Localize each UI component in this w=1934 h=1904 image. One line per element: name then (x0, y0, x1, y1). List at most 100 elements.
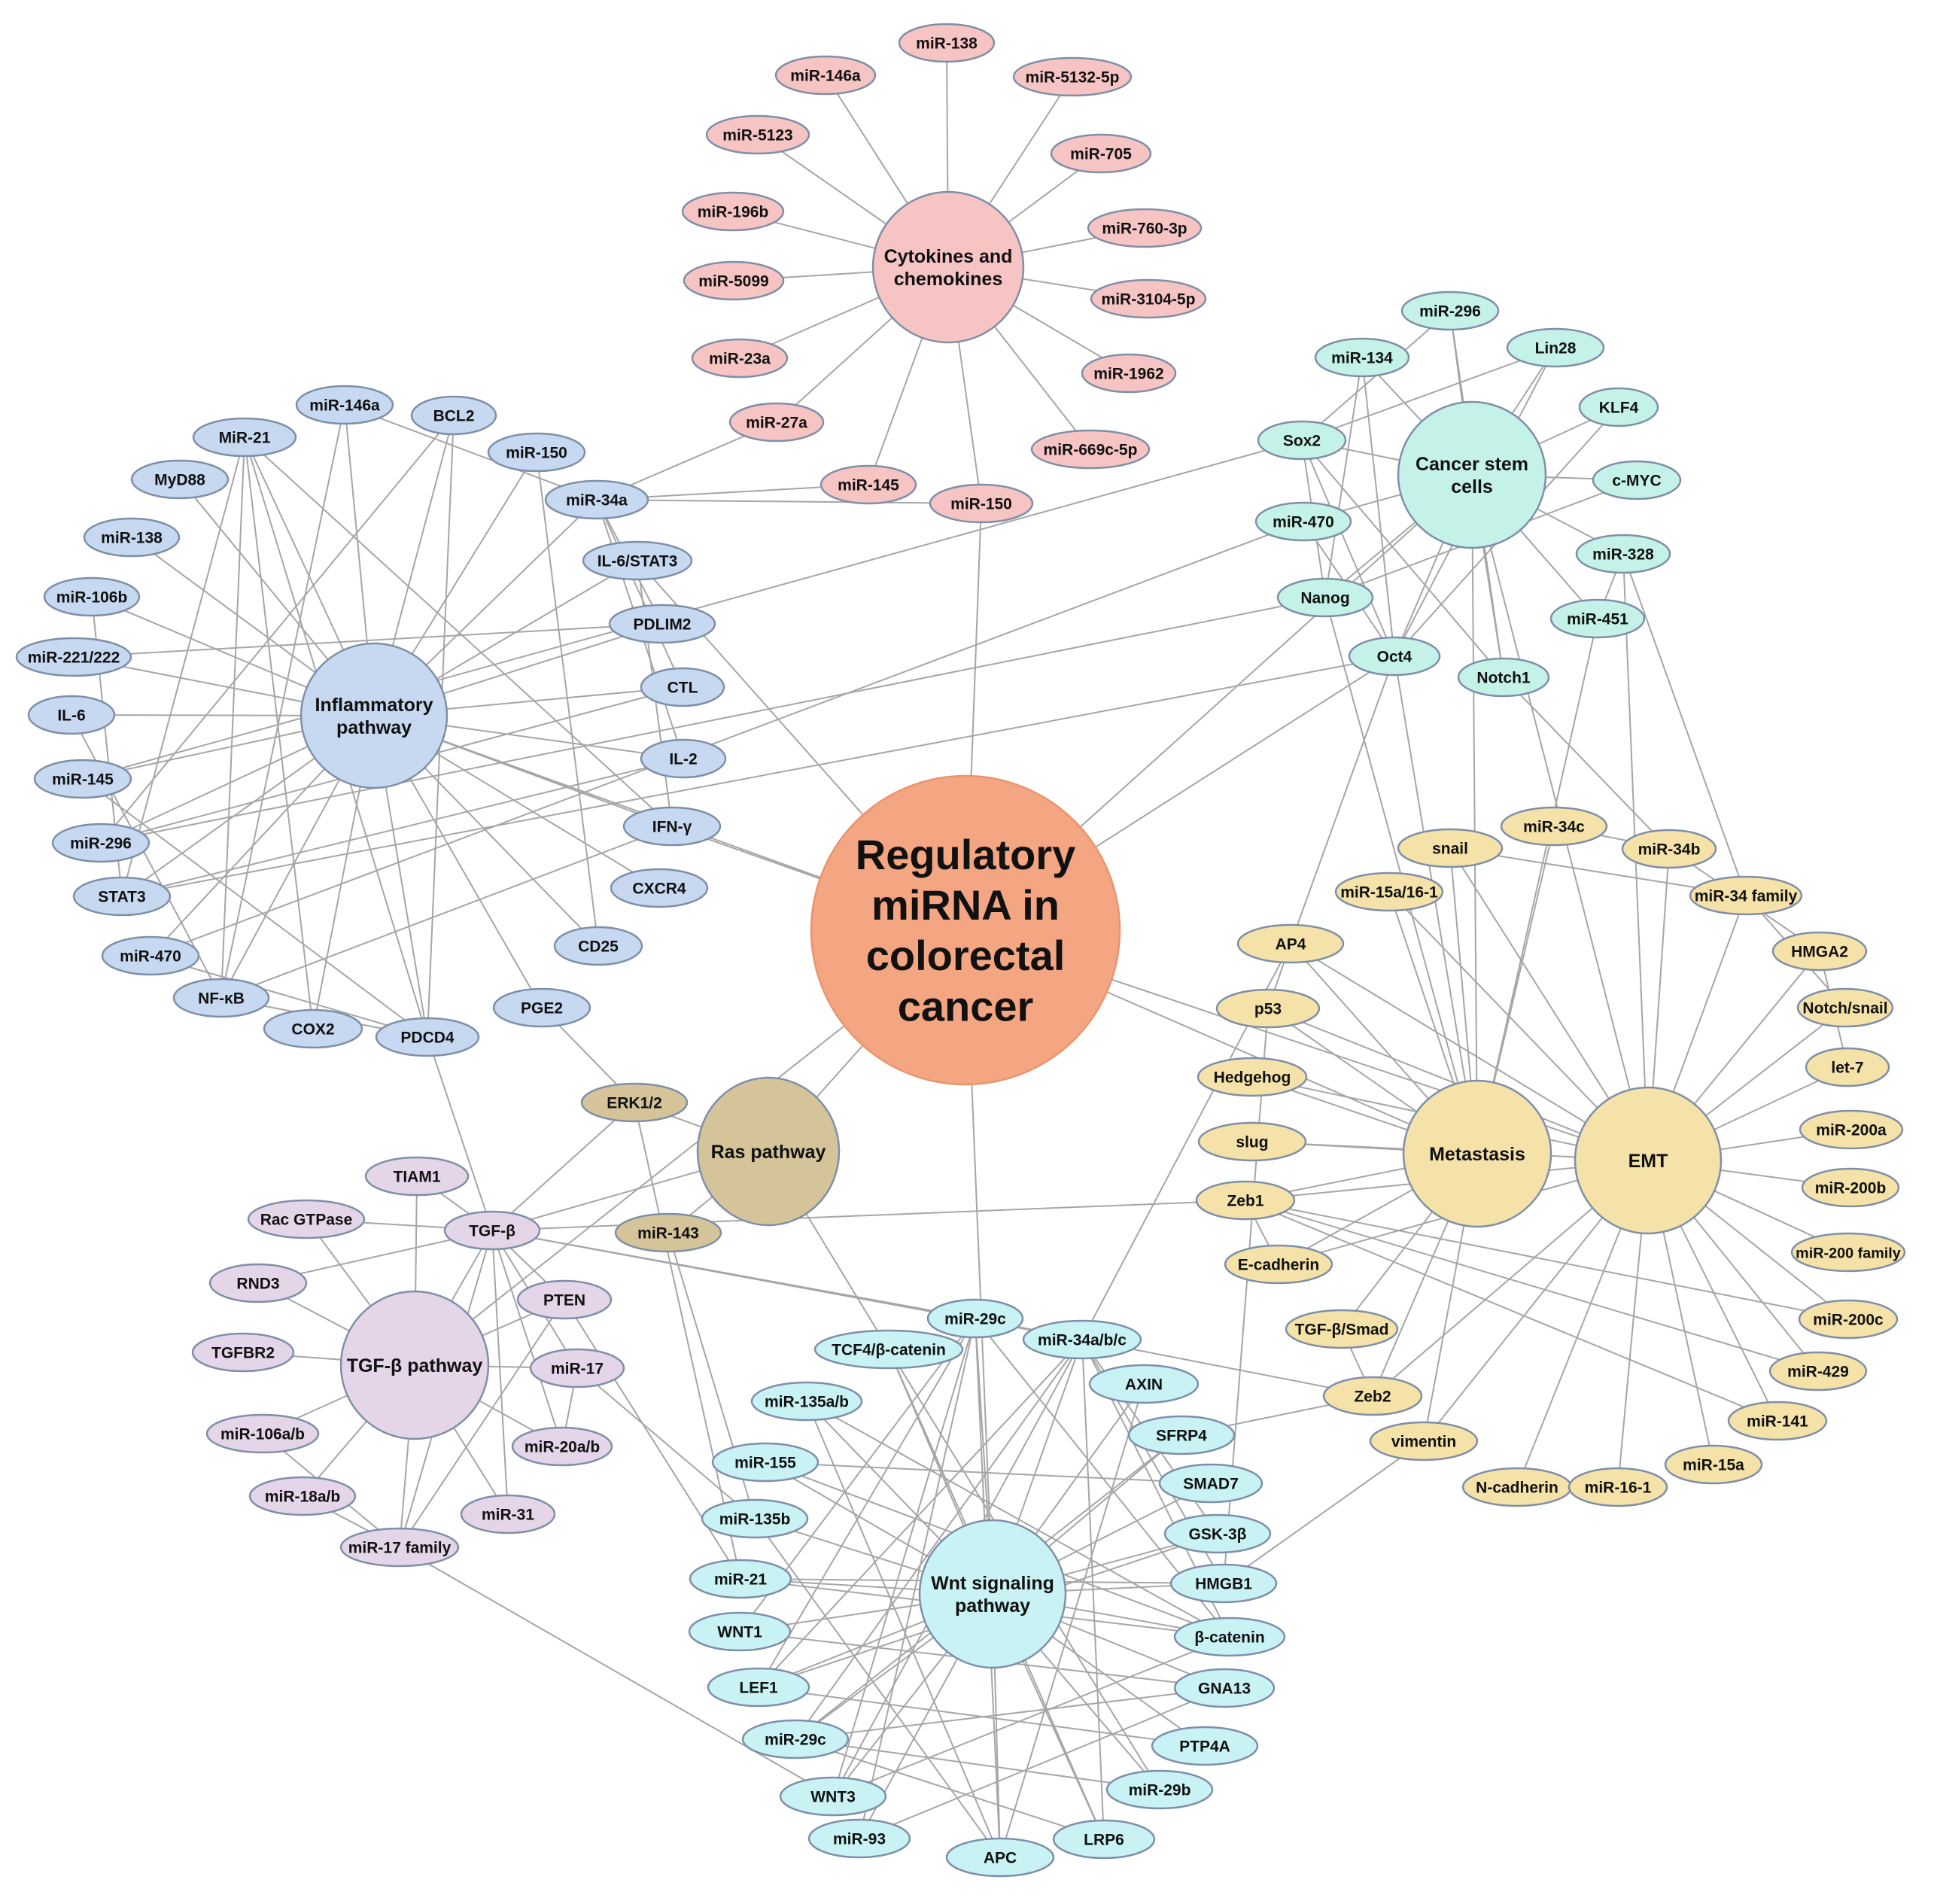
node-tiam1[interactable]: TIAM1 (364, 1156, 470, 1197)
node-mir-138[interactable]: miR-138 (83, 517, 181, 558)
node-hedgehog[interactable]: Hedgehog (1197, 1057, 1308, 1097)
node-tgf-beta-smad[interactable]: TGF-β/Smad (1285, 1309, 1399, 1349)
node-mir-31[interactable]: miR-31 (460, 1494, 556, 1534)
hub-node-tgf-beta-pathway[interactable]: TGF-β pathway (339, 1290, 490, 1440)
node-rac-gtpase[interactable]: Rac GTPase (247, 1199, 366, 1239)
node-mir-135a-b[interactable]: miR-135a/b (750, 1381, 863, 1422)
node-mir-138[interactable]: miR-138 (898, 23, 996, 63)
node-axin[interactable]: AXIN (1088, 1364, 1200, 1404)
node-mir-296[interactable]: miR-296 (51, 823, 151, 863)
node-notch-snail[interactable]: Notch/snail (1796, 987, 1894, 1028)
node-p53[interactable]: p53 (1215, 988, 1321, 1029)
node-mir-18a-b[interactable]: miR-18a/b (248, 1476, 357, 1516)
node-sox2[interactable]: Sox2 (1257, 420, 1347, 461)
node-mir-200-family[interactable]: miR-200 family (1790, 1232, 1906, 1273)
node-mir-146a[interactable]: miR-146a (295, 385, 394, 425)
node-c-myc[interactable]: c-MYC (1592, 460, 1682, 500)
node-lrp6[interactable]: LRP6 (1052, 1819, 1156, 1860)
node-mir-17[interactable]: miR-17 (529, 1348, 625, 1388)
node-nf-kappab[interactable]: NF-κB (172, 978, 270, 1018)
node-mir-221-222[interactable]: miR-221/222 (15, 637, 132, 677)
node-mir-20a-b[interactable]: miR-20a/b (511, 1426, 613, 1467)
node-tgfbr2[interactable]: TGFBR2 (191, 1332, 295, 1373)
node-mir-34b[interactable]: miR-34b (1621, 829, 1717, 869)
node-rnd3[interactable]: RND3 (208, 1263, 308, 1303)
node-mir-1962[interactable]: miR-1962 (1081, 353, 1177, 394)
node-mir-29c[interactable]: miR-29c (741, 1719, 850, 1760)
node-n-cadherin[interactable]: N-cadherin (1461, 1467, 1573, 1507)
node-pge2[interactable]: PGE2 (492, 987, 591, 1028)
node-mir-145[interactable]: miR-145 (820, 464, 917, 505)
node-mir-155[interactable]: miR-155 (711, 1442, 820, 1483)
node-mir-15a-16-1[interactable]: miR-15a/16-1 (1334, 871, 1444, 912)
node-gsk-3beta[interactable]: GSK-3β (1163, 1513, 1272, 1554)
node-il-6-stat3[interactable]: IL-6/STAT3 (582, 540, 693, 581)
node-let-7[interactable]: let-7 (1805, 1047, 1890, 1087)
node-mir-3104-5p[interactable]: miR-3104-5p (1090, 278, 1207, 319)
node-notch1[interactable]: Notch1 (1457, 657, 1550, 698)
node-mir-669c-5p[interactable]: miR-669c-5p (1030, 429, 1151, 470)
node-ptp4a[interactable]: PTP4A (1151, 1726, 1259, 1766)
node-wnt3[interactable]: WNT3 (779, 1776, 887, 1817)
node-mir-451[interactable]: miR-451 (1549, 598, 1646, 639)
node-mir-5132-5p[interactable]: miR-5132-5p (1012, 56, 1133, 97)
node-cxcr4[interactable]: CXCR4 (610, 868, 709, 908)
node-il-6[interactable]: IL-6 (27, 695, 116, 735)
node-mir-470[interactable]: miR-470 (1254, 501, 1352, 542)
node-mir-27a[interactable]: miR-27a (728, 402, 825, 443)
node-mir-200a[interactable]: miR-200a (1799, 1109, 1904, 1150)
node-zeb1[interactable]: Zeb1 (1195, 1180, 1296, 1221)
node-mir-200b[interactable]: miR-200b (1801, 1167, 1900, 1208)
node-snail[interactable]: snail (1397, 828, 1504, 868)
node-mir-705[interactable]: miR-705 (1050, 133, 1152, 174)
node-nanog[interactable]: Nanog (1276, 577, 1374, 618)
node-cd25[interactable]: CD25 (553, 926, 643, 966)
node-pten[interactable]: PTEN (516, 1279, 613, 1320)
node-erk1-2[interactable]: ERK1/2 (580, 1082, 689, 1123)
node-bcl2[interactable]: BCL2 (410, 395, 497, 436)
hub-node-metastasis[interactable]: Metastasis (1402, 1079, 1552, 1228)
node-vimentin[interactable]: vimentin (1369, 1421, 1479, 1461)
node-cox2[interactable]: COX2 (263, 1008, 363, 1049)
node-mir-15a[interactable]: miR-15a (1664, 1444, 1763, 1485)
node-sfrp4[interactable]: SFRP4 (1127, 1415, 1236, 1455)
node-lin28[interactable]: Lin28 (1506, 327, 1605, 368)
node-e-cadherin[interactable]: E-cadherin (1224, 1244, 1333, 1285)
node-smad7[interactable]: SMAD7 (1158, 1463, 1263, 1504)
node-mir-145[interactable]: miR-145 (33, 759, 132, 799)
node-mir-23a[interactable]: miR-23a (691, 338, 789, 379)
node-tgf-beta[interactable]: TGF-β (443, 1210, 541, 1251)
node-mir-135b[interactable]: miR-135b (701, 1498, 809, 1539)
node-mir-141[interactable]: miR-141 (1727, 1401, 1828, 1441)
node-mir-200c[interactable]: miR-200c (1798, 1299, 1899, 1340)
node-mir-106b[interactable]: miR-106b (43, 576, 141, 617)
node-mir-29b[interactable]: miR-29b (1105, 1769, 1214, 1810)
node-mir-34a[interactable]: miR-34a (544, 479, 649, 520)
node-stat3[interactable]: STAT3 (72, 876, 172, 917)
node-gna13[interactable]: GNA13 (1173, 1668, 1276, 1708)
node-mir-21[interactable]: miR-21 (689, 1559, 792, 1599)
node-hmga2[interactable]: HMGA2 (1771, 931, 1868, 972)
node-oct4[interactable]: Oct4 (1348, 636, 1441, 677)
node-mir-470[interactable]: miR-470 (101, 935, 200, 976)
node-tcf4-beta-catenin[interactable]: TCF4/β-catenin (813, 1329, 964, 1370)
node-mir-21[interactable]: MiR-21 (192, 417, 297, 458)
node-mir-16-1[interactable]: miR-16-1 (1568, 1467, 1668, 1507)
node-mir-34c[interactable]: miR-34c (1500, 806, 1608, 847)
node-ctl[interactable]: CTL (640, 667, 725, 707)
node-zeb2[interactable]: Zeb2 (1322, 1376, 1423, 1416)
node-mir-5099[interactable]: miR-5099 (683, 260, 785, 301)
node-mir-760-3p[interactable]: miR-760-3p (1087, 208, 1203, 248)
node-ap4[interactable]: AP4 (1236, 923, 1345, 964)
node-klf4[interactable]: KLF4 (1578, 387, 1659, 427)
node-beta-catenin[interactable]: β-catenin (1173, 1617, 1286, 1657)
node-mir-196b[interactable]: miR-196b (681, 191, 785, 232)
node-mir-5123[interactable]: miR-5123 (705, 114, 810, 155)
node-slug[interactable]: slug (1197, 1121, 1307, 1162)
node-mir-146a[interactable]: miR-146a (774, 55, 877, 96)
node-mir-150[interactable]: miR-150 (487, 432, 586, 473)
node-hmgb1[interactable]: HMGB1 (1169, 1563, 1278, 1604)
